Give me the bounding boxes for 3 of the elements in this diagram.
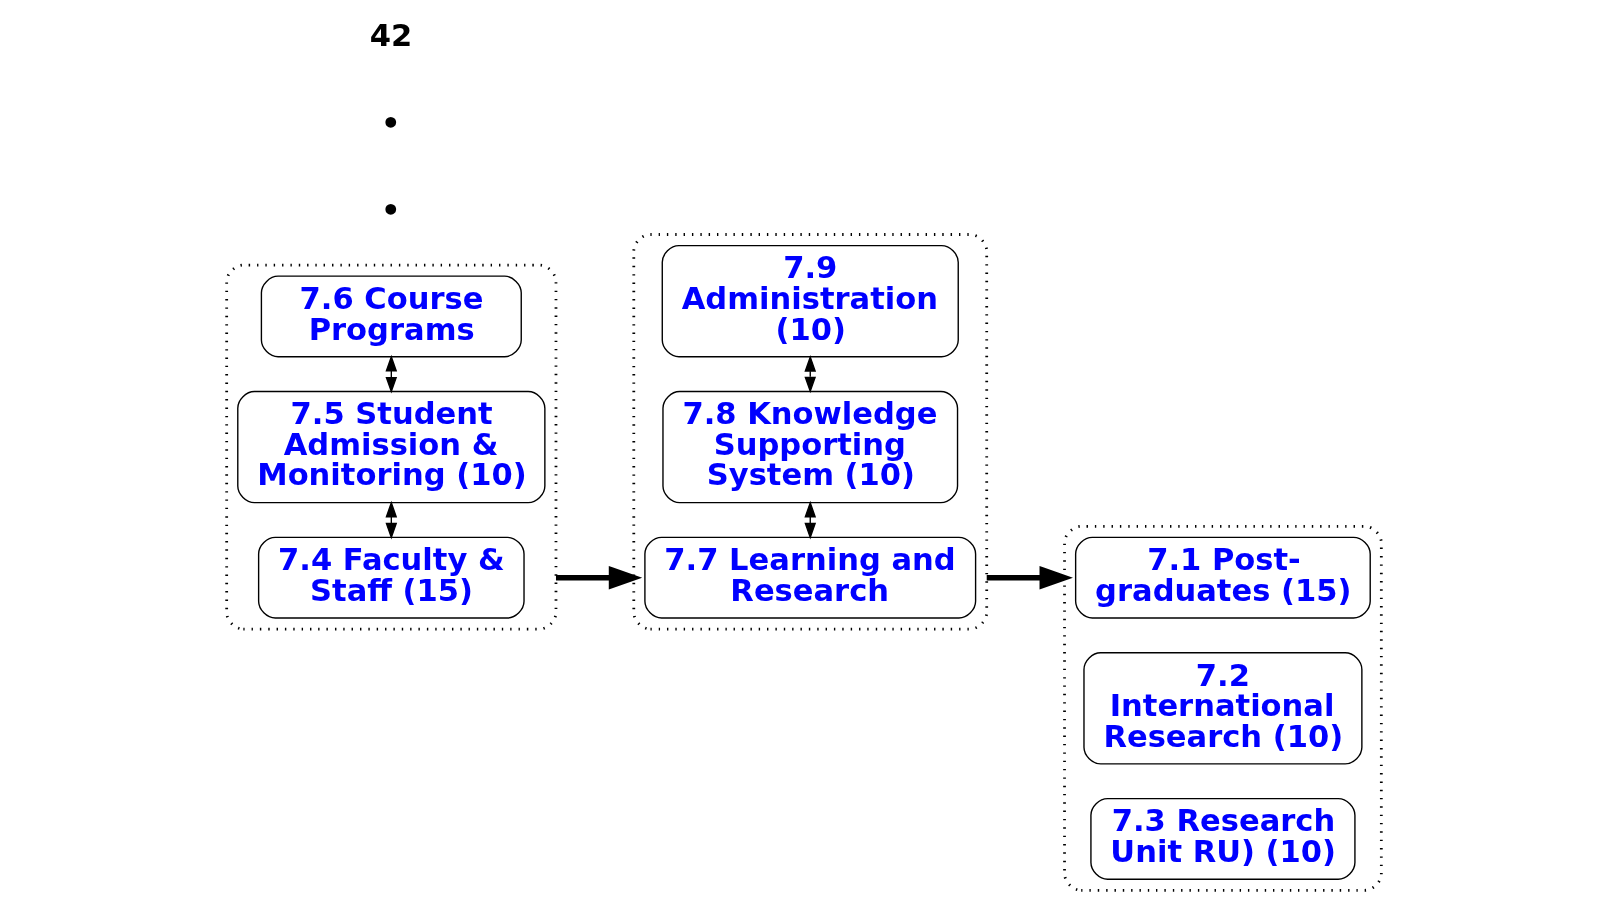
label: 42	[369, 18, 412, 54]
label: •	[380, 105, 400, 141]
label: •	[380, 193, 400, 229]
